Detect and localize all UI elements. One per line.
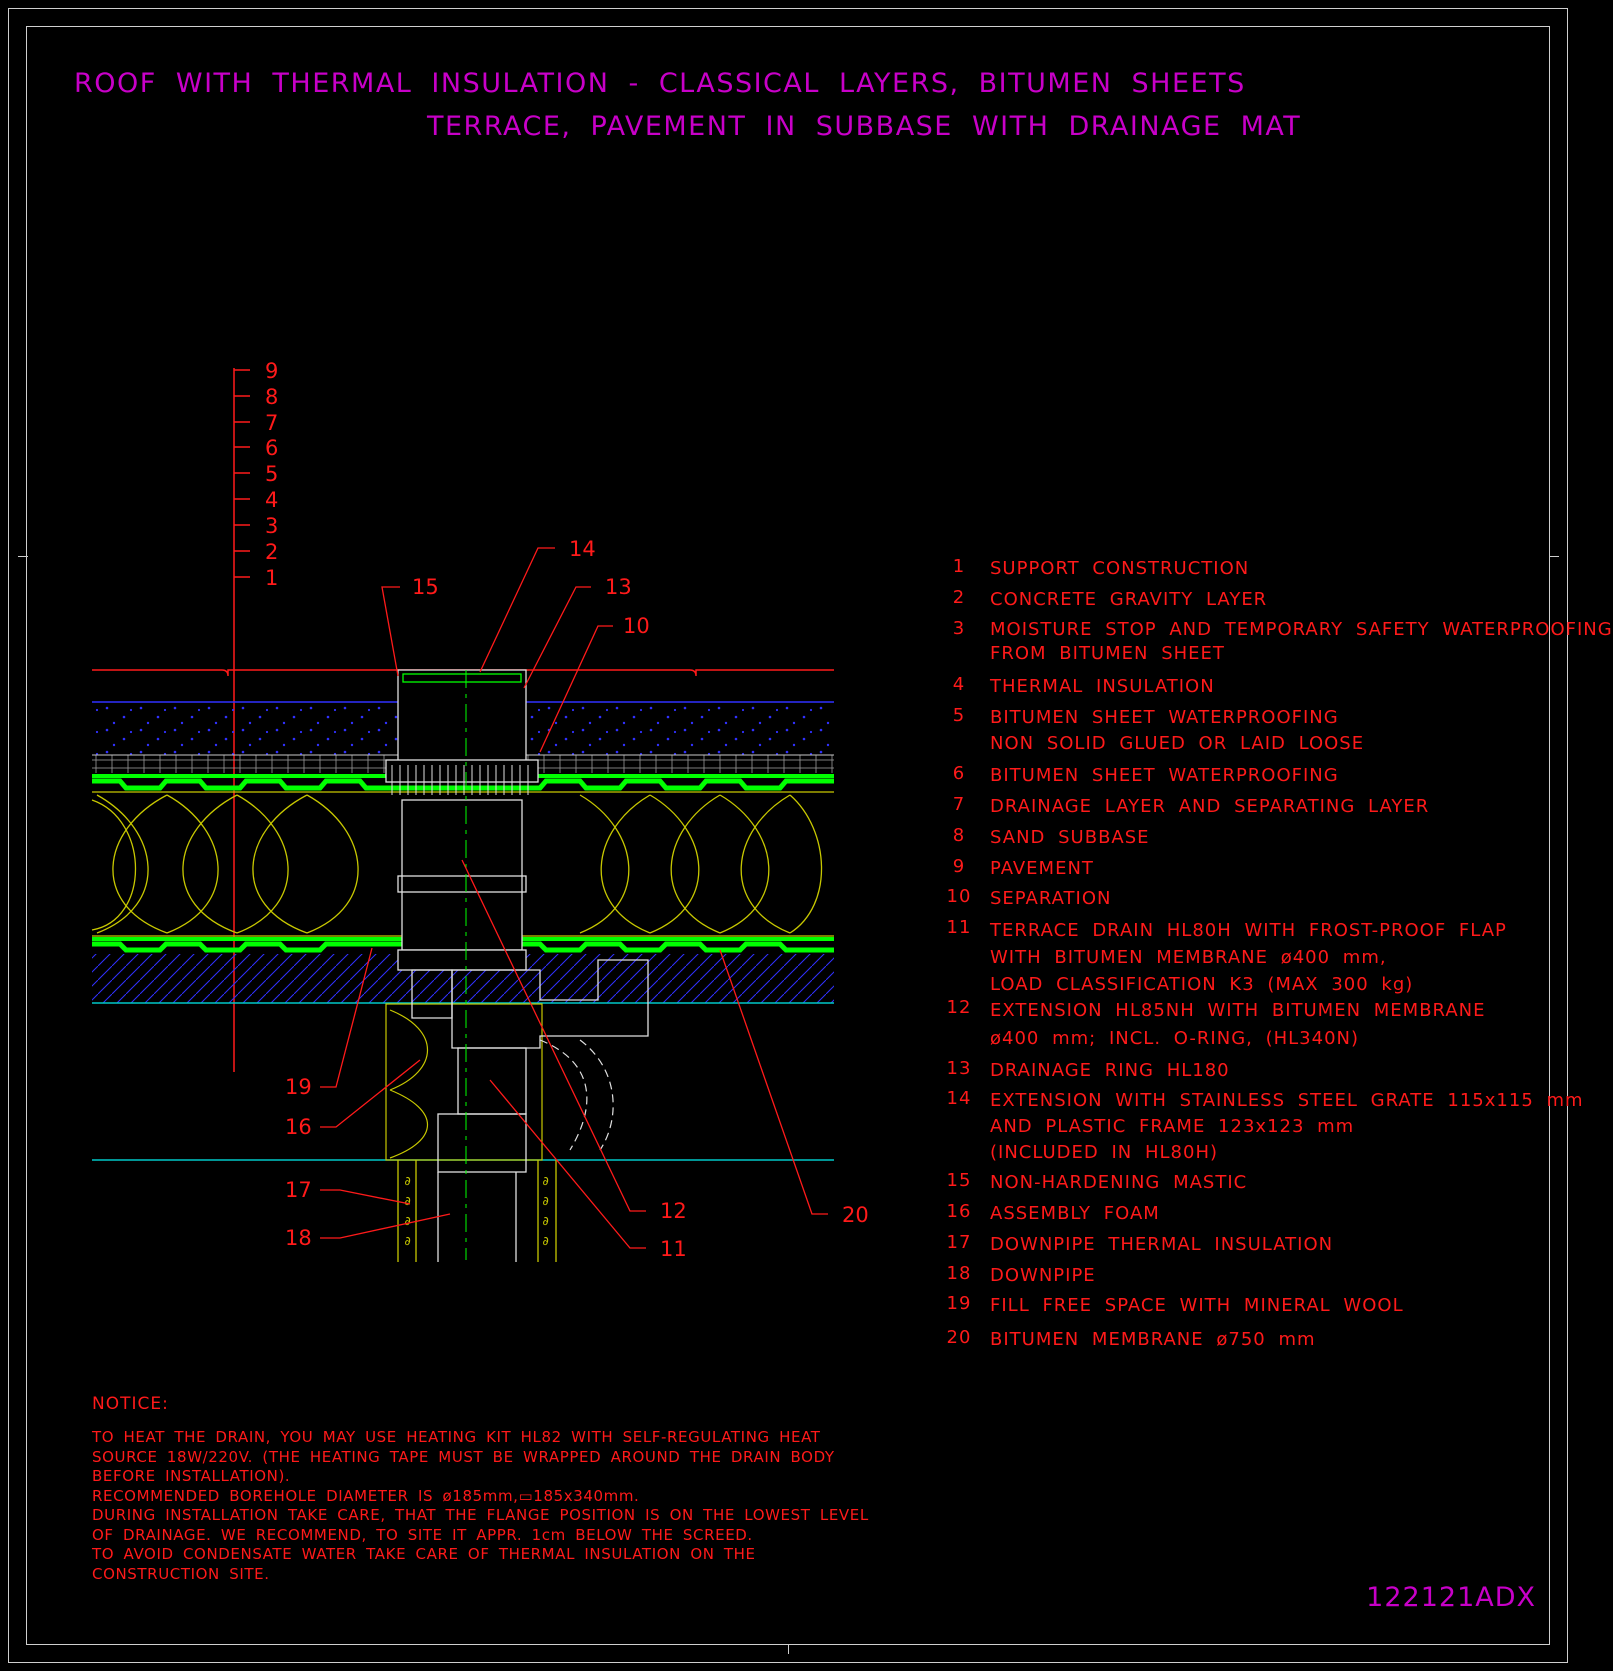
callout-14: 14	[569, 537, 596, 561]
scale-label-3: 3	[265, 514, 278, 538]
notice-block: NOTICE: TO HEAT THE DRAIN, YOU MAY USE H…	[92, 1394, 869, 1584]
callout-13: 13	[605, 575, 632, 599]
svg-text:∂: ∂	[404, 1214, 411, 1228]
scale-label-2: 2	[265, 540, 278, 564]
frost-proof-flap-swing	[539, 1039, 614, 1151]
notice-heading: NOTICE:	[92, 1394, 169, 1414]
title-line-2: TERRACE, PAVEMENT IN SUBBASE WITH DRAINA…	[427, 111, 1302, 142]
callout-19: 19	[285, 1075, 312, 1099]
scale-label-5: 5	[265, 462, 278, 486]
scale-label-1: 1	[265, 566, 278, 590]
svg-text:∂: ∂	[542, 1234, 549, 1248]
frame-tick-right	[1549, 556, 1559, 557]
section-drawing: 9 8 7 6 5 4 3 2 1	[91, 359, 869, 1262]
scale-label-8: 8	[265, 385, 278, 409]
notice-text: TO HEAT THE DRAIN, YOU MAY USE HEATING K…	[92, 1428, 869, 1583]
callout-12: 12	[660, 1199, 687, 1223]
scale-label-4: 4	[265, 488, 278, 512]
svg-text:∂: ∂	[542, 1214, 549, 1228]
frame-tick-bottom	[788, 1644, 789, 1654]
scale-label-7: 7	[265, 411, 278, 435]
callout-15: 15	[412, 575, 439, 599]
title-line-1: ROOF WITH THERMAL INSULATION - CLASSICAL…	[74, 68, 1246, 99]
svg-text:∂: ∂	[404, 1234, 411, 1248]
svg-text:∂: ∂	[404, 1174, 411, 1188]
callout-11: 11	[660, 1237, 687, 1261]
svg-text:∂: ∂	[404, 1194, 411, 1208]
callout-18: 18	[285, 1226, 312, 1250]
outer-frame	[8, 8, 1568, 1663]
svg-text:∂: ∂	[542, 1174, 549, 1188]
callout-16: 16	[285, 1115, 312, 1139]
scale-label-9: 9	[265, 359, 278, 383]
leader-lines	[320, 547, 828, 1249]
drawing-code: 122121ADX	[1366, 1582, 1536, 1613]
downpipe-insulation-marks: ∂ ∂ ∂ ∂ ∂ ∂ ∂ ∂	[404, 1174, 549, 1248]
terrace-drain-body	[385, 669, 649, 1260]
svg-text:∂: ∂	[542, 1194, 549, 1208]
downpipe	[397, 1160, 557, 1262]
callout-17: 17	[285, 1178, 312, 1202]
callout-10: 10	[623, 614, 650, 638]
scale-label-6: 6	[265, 436, 278, 460]
callout-20: 20	[842, 1203, 869, 1227]
frame-tick-left	[18, 556, 28, 557]
assembly-foam	[385, 1003, 543, 1161]
